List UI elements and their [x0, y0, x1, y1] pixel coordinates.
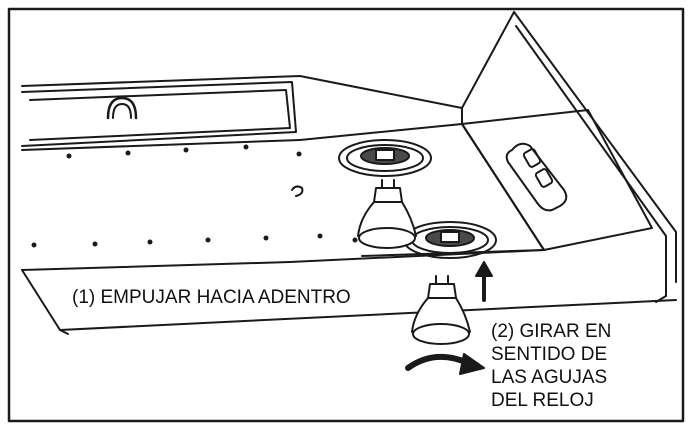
rear-lamp-socket [338, 139, 432, 177]
hood-right-back-edge [461, 11, 515, 109]
step2-rotate-label: (2) GIRAR EN SENTIDO DE LAS AGUJAS DEL R… [491, 320, 611, 412]
push-up-arrow [475, 261, 493, 302]
panel-lower-edge [21, 139, 301, 151]
step2-line-4: DEL RELOJ [491, 390, 594, 411]
figure-frame [7, 7, 685, 423]
hood-front-lip [21, 249, 677, 335]
new-gu10-bulb [411, 275, 471, 345]
front-lamp-socket [403, 221, 497, 259]
lamp-well-outline [299, 123, 545, 257]
step2-line-3: LAS AGUJAS [491, 367, 608, 388]
screw-dots [31, 144, 358, 248]
step2-line-1: (2) GIRAR EN [491, 321, 612, 342]
step1-push-label: (1) EMPUJAR HACIA ADENTRO [72, 287, 351, 308]
control-panel [461, 109, 653, 251]
hood-back-edge [21, 75, 463, 109]
hood-right-wall [461, 11, 677, 303]
clockwise-arrow [405, 353, 485, 375]
step2-line-2: SENTIDO DE [491, 344, 608, 365]
installed-gu10-bulb [357, 179, 417, 249]
hook-detail [291, 185, 304, 197]
filter-panel [21, 81, 297, 147]
